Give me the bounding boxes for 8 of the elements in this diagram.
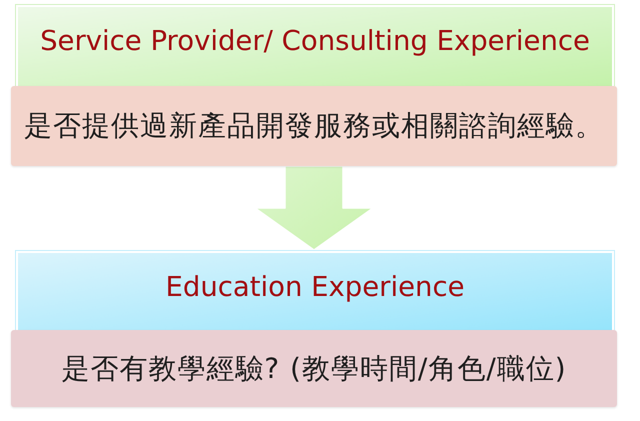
heading-text: Education Experience (164, 270, 466, 304)
heading-banner (15, 250, 615, 330)
description-text: 是否提供過新產品開發服務或相關諮詢經驗。 (23, 108, 605, 144)
heading-banner (15, 4, 615, 86)
description-box (11, 330, 617, 407)
description-box (11, 86, 617, 166)
heading-text: Service Provider/ Consulting Experience (39, 24, 591, 58)
description-text: 是否有教學經驗? (教學時間/角色/職位) (60, 350, 568, 386)
